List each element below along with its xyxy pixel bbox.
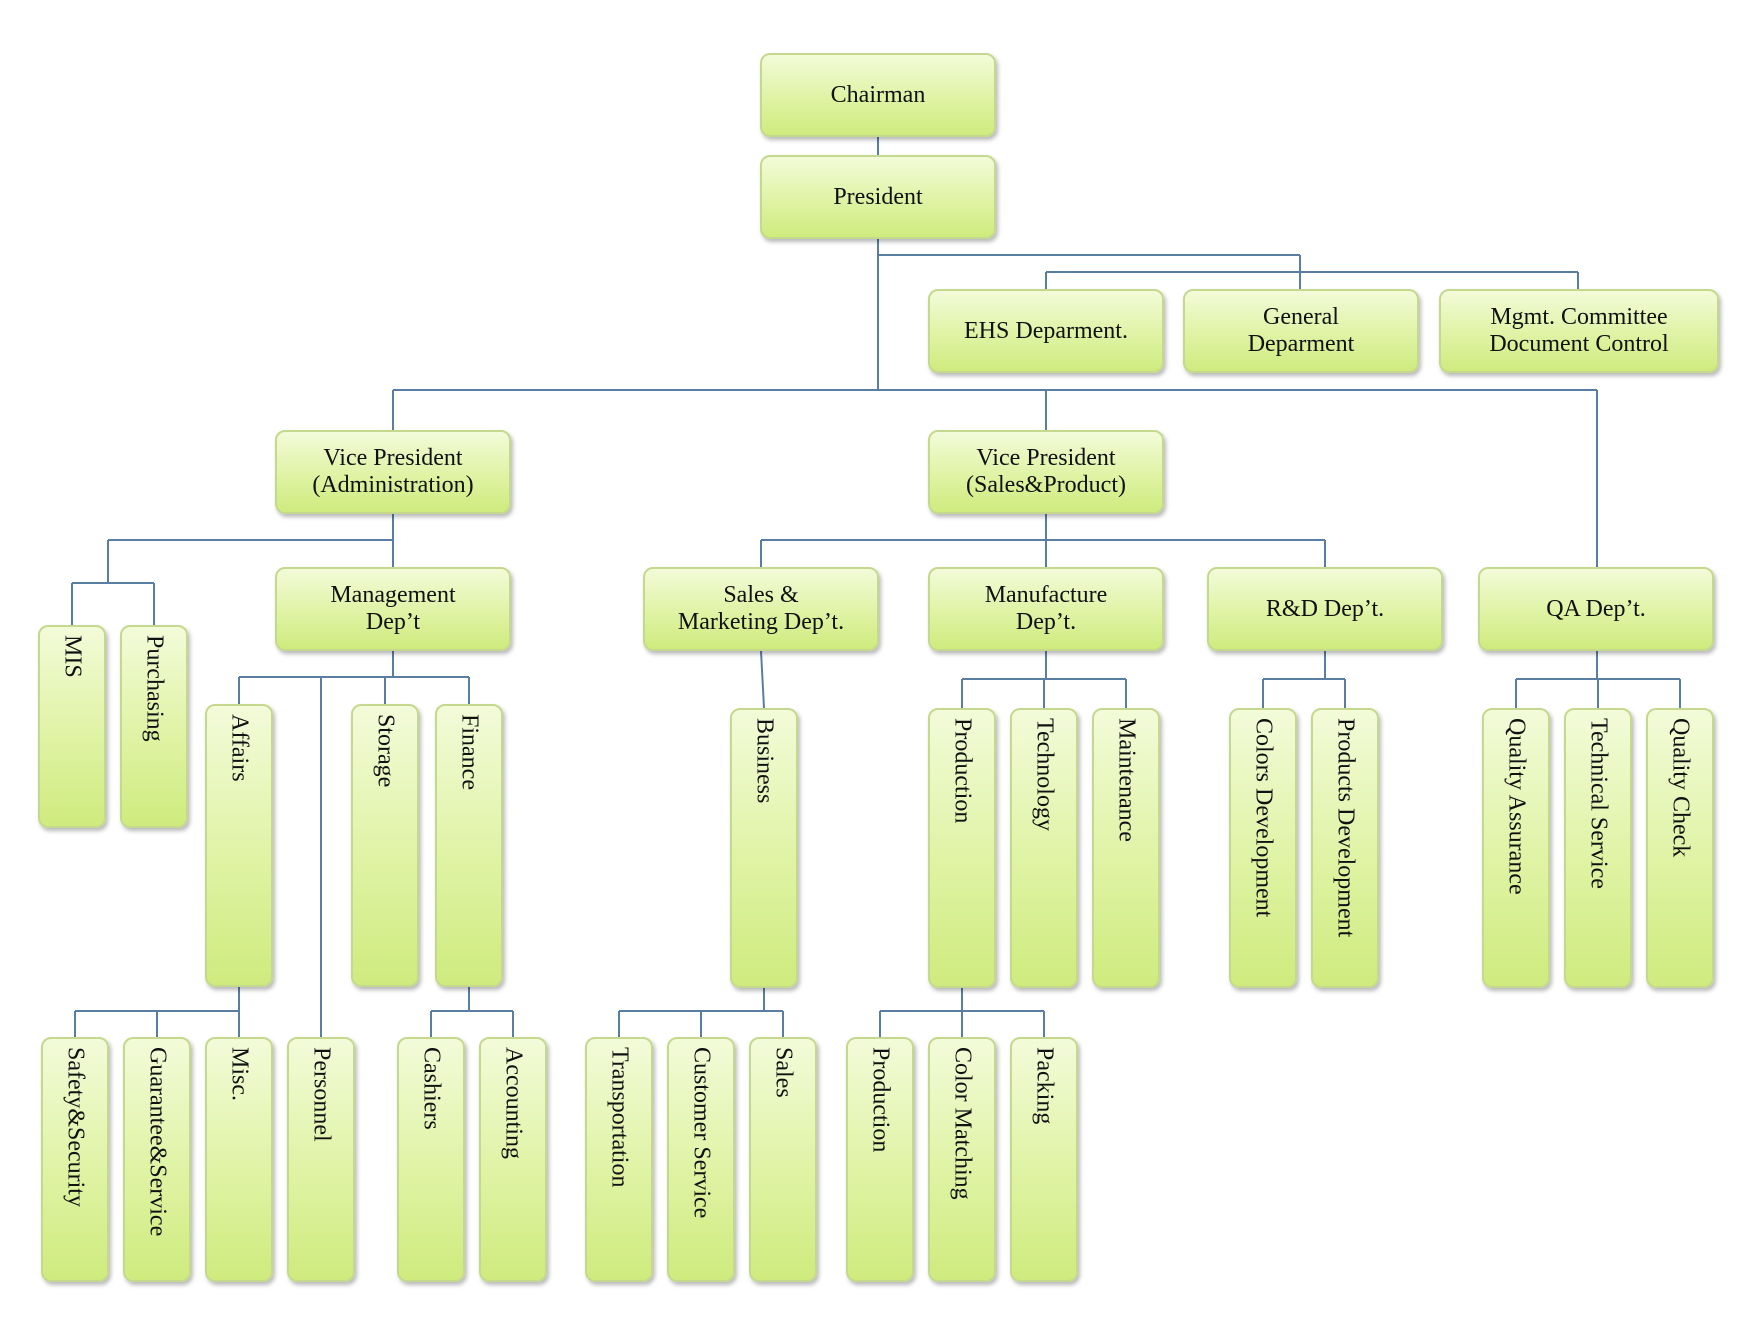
node-president: President <box>760 155 996 239</box>
node-manufacture-dept: Manufacture Dep’t. <box>928 567 1164 651</box>
node-production: Production <box>928 708 996 988</box>
node-purchasing: Purchasing <box>120 625 188 828</box>
node-colors-development: Colors Development <box>1229 708 1297 988</box>
node-color-matching: Color Matching <box>928 1037 996 1282</box>
node-safety-security: Safety&Security <box>41 1037 109 1282</box>
node-guarantee-service: Guarantee&Service <box>123 1037 191 1282</box>
node-production-line: Production <box>846 1037 914 1282</box>
node-qa-dept: QA Dep’t. <box>1478 567 1714 651</box>
node-vp-administration: Vice President (Administration) <box>275 430 511 514</box>
node-quality-assurance: Quality Assurance <box>1482 708 1550 988</box>
node-vp-sales-product: Vice President (Sales&Product) <box>928 430 1164 514</box>
node-cashiers: Cashiers <box>397 1037 465 1282</box>
node-packing: Packing <box>1010 1037 1078 1282</box>
node-business: Business <box>730 708 798 988</box>
node-customer-service: Customer Service <box>667 1037 735 1282</box>
node-quality-check: Quality Check <box>1646 708 1714 988</box>
node-general-department: General Deparment <box>1183 289 1419 373</box>
node-sales: Sales <box>749 1037 817 1282</box>
node-technical-service: Technical Service <box>1564 708 1632 988</box>
node-ehs-department: EHS Deparment. <box>928 289 1164 373</box>
node-transportation: Transportation <box>585 1037 653 1282</box>
node-technology: Technology <box>1010 708 1078 988</box>
node-storage: Storage <box>351 704 419 987</box>
node-personnel: Personnel <box>287 1037 355 1282</box>
node-sales-marketing-dept: Sales & Marketing Dep’t. <box>643 567 879 651</box>
node-accounting: Accounting <box>479 1037 547 1282</box>
node-rd-dept: R&D Dep’t. <box>1207 567 1443 651</box>
node-products-development: Products Development <box>1311 708 1379 988</box>
node-finance: Finance <box>435 704 503 987</box>
node-mgmt-committee-document-control: Mgmt. Committee Document Control <box>1439 289 1719 373</box>
node-misc: Misc. <box>205 1037 273 1282</box>
connector-line <box>760 650 765 709</box>
node-management-dept: Management Dep’t <box>275 567 511 651</box>
node-mis: MIS <box>38 625 106 828</box>
node-chairman: Chairman <box>760 53 996 137</box>
node-affairs: Affairs <box>205 704 273 987</box>
node-maintenance: Maintenance <box>1092 708 1160 988</box>
